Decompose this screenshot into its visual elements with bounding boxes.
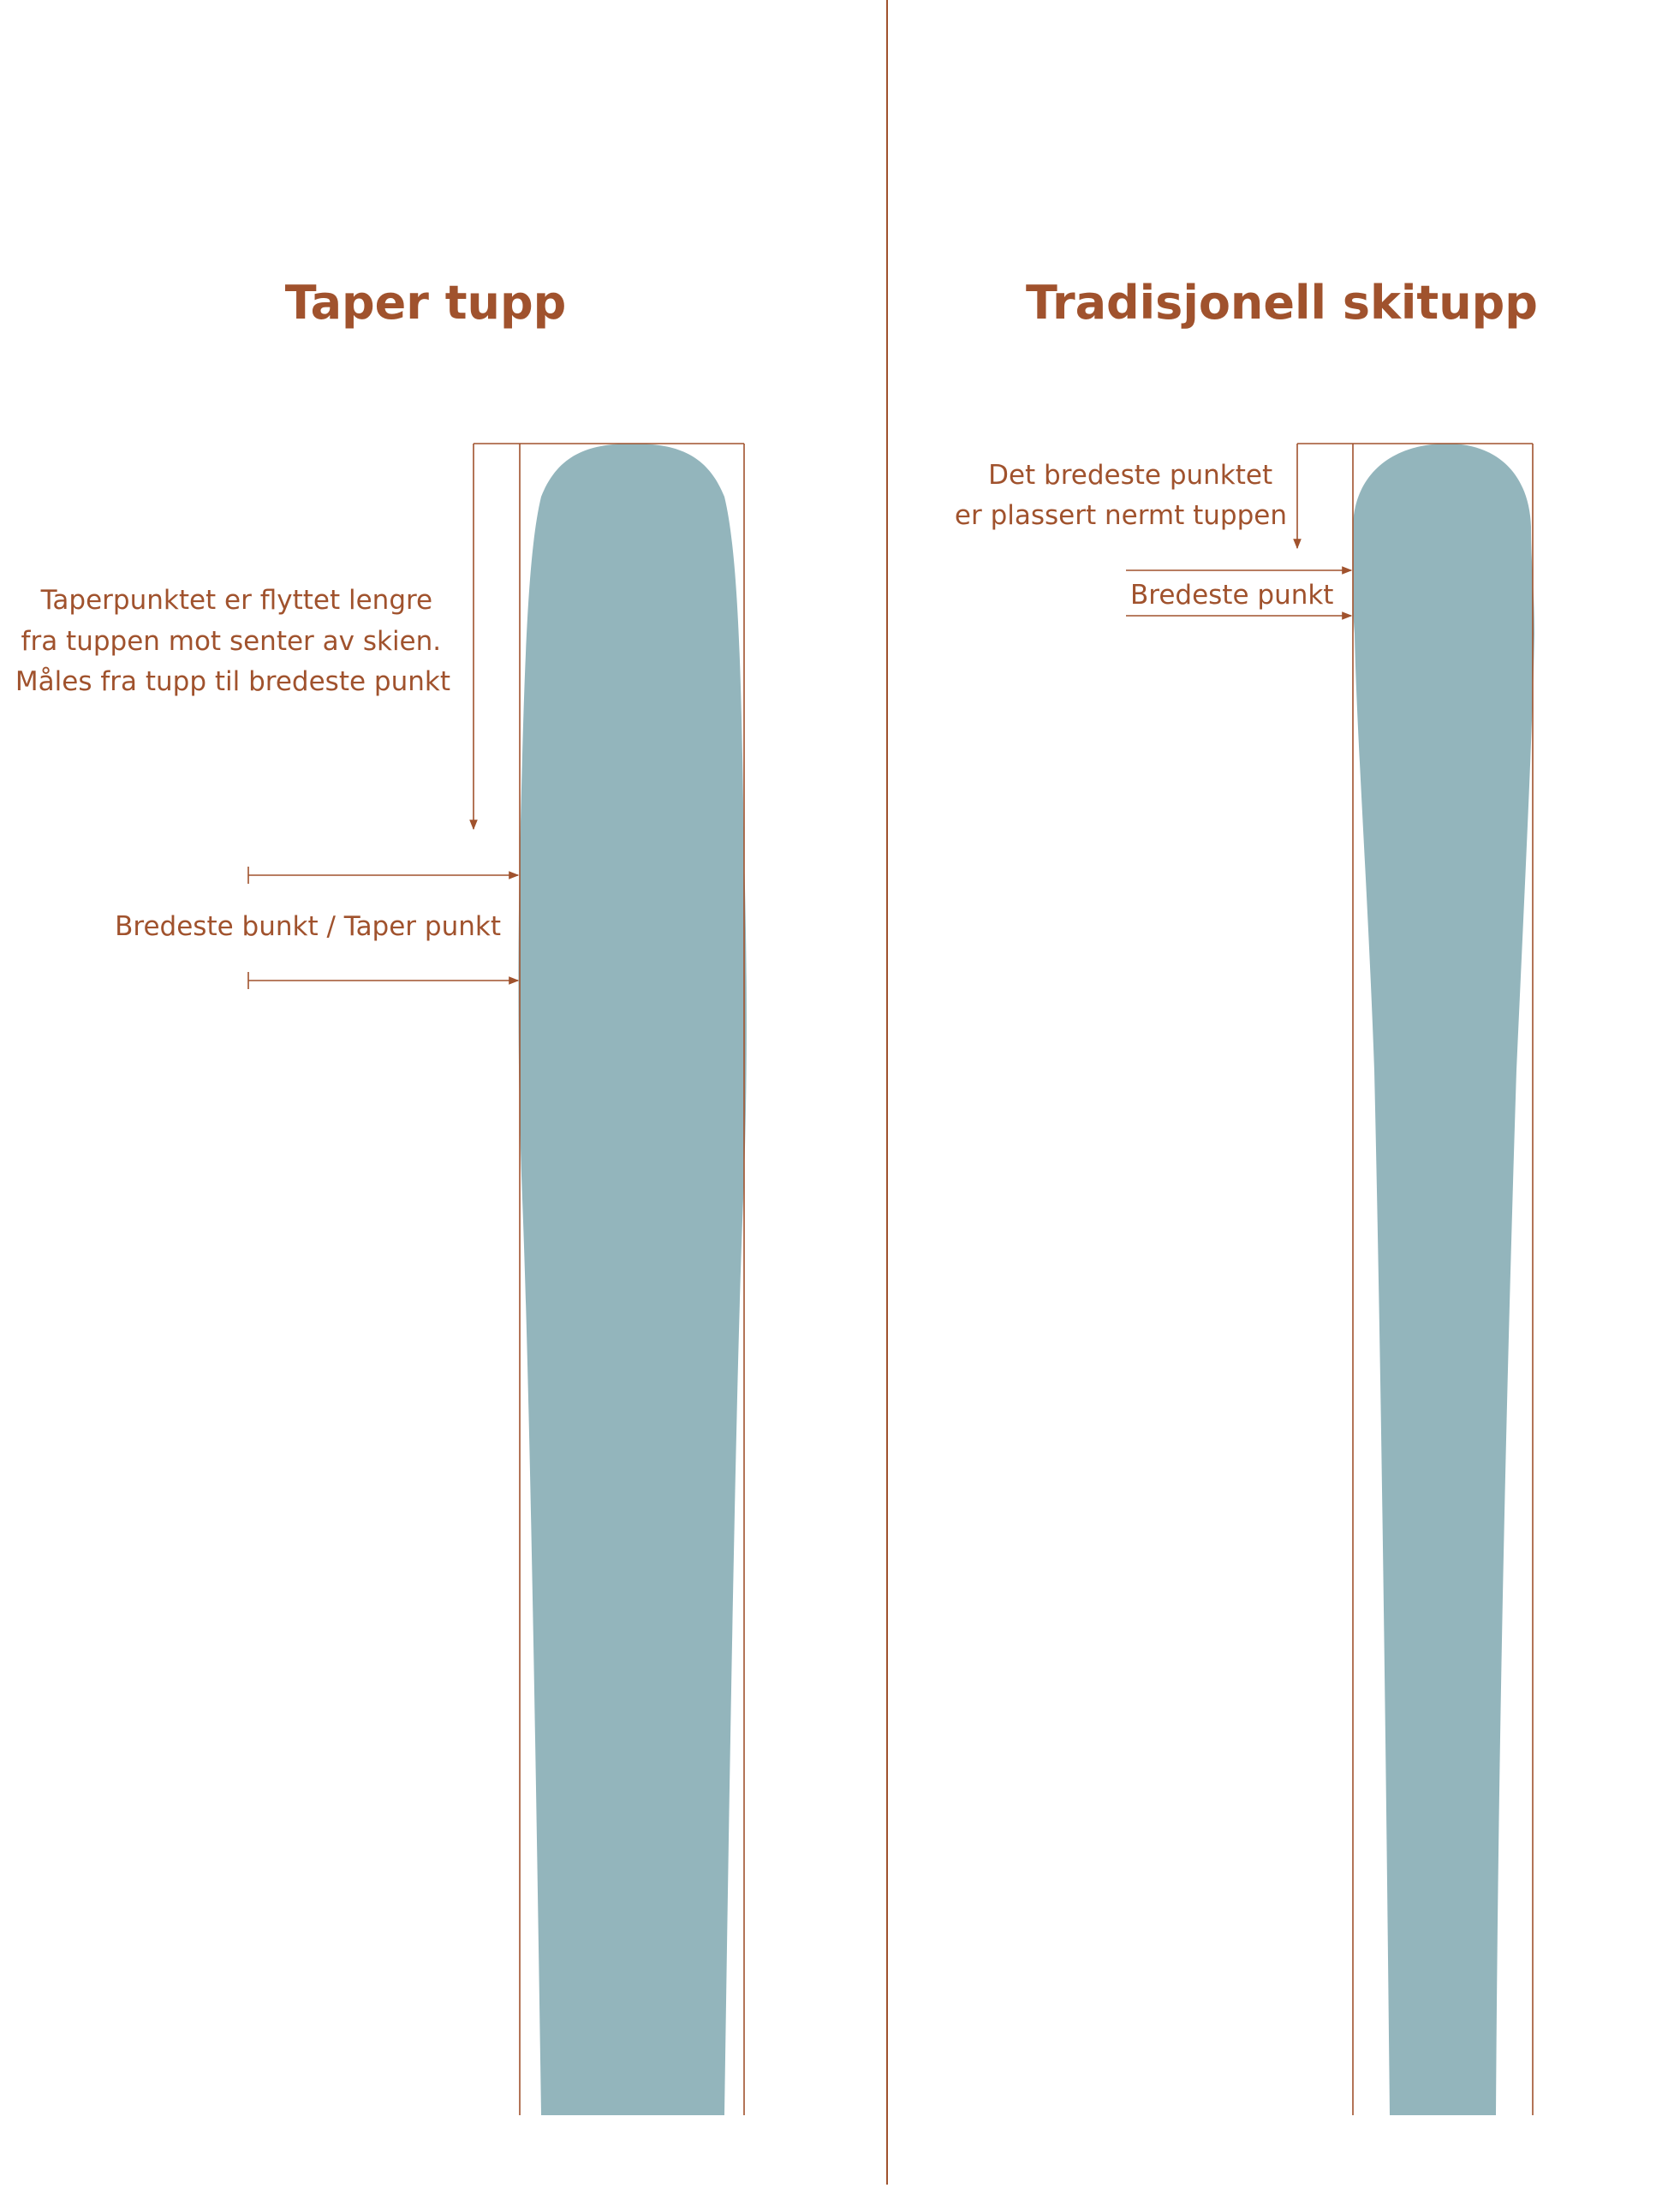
traditional-note: Det bredeste punktet er plassert nermt t… bbox=[955, 460, 1287, 531]
taper-widest-label: Bredeste bunkt / Taper punkt bbox=[115, 911, 501, 942]
taper-note: Taperpunktet er flyttet lengre fra tuppe… bbox=[15, 585, 450, 697]
left-panel: Taper tupp Taperpunktet er flyttet lengr… bbox=[15, 276, 747, 2115]
right-panel: Tradisjonell skitupp Det bredeste punkte… bbox=[955, 276, 1538, 2115]
taper-guide-lines bbox=[469, 443, 745, 2115]
taper-ski-shape bbox=[518, 444, 747, 2115]
taper-widest-arrows bbox=[247, 867, 520, 989]
traditional-ski-shape bbox=[1352, 444, 1534, 2115]
traditional-widest-arrows bbox=[1126, 566, 1353, 620]
traditional-guide-lines bbox=[1293, 443, 1534, 2115]
right-panel-title: Tradisjonell skitupp bbox=[1026, 276, 1538, 330]
left-panel-title: Taper tupp bbox=[285, 276, 567, 330]
traditional-widest-label: Bredeste punkt bbox=[1130, 580, 1333, 611]
